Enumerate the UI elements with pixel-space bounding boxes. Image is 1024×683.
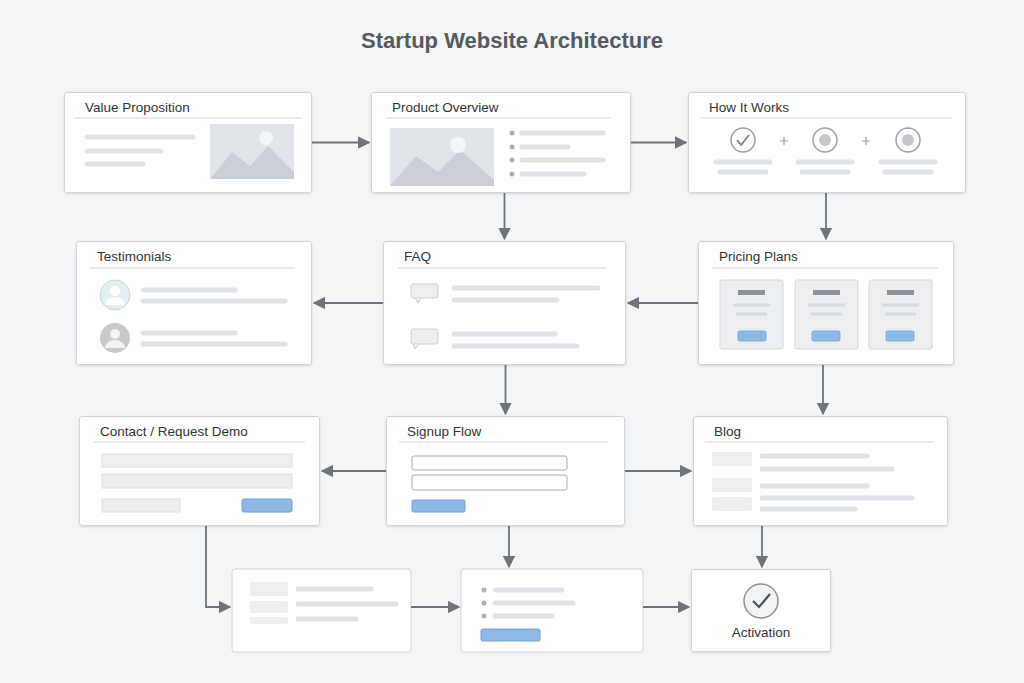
connector-arrow — [505, 365, 507, 414]
section-heading: Contact / Request Demo — [100, 424, 248, 440]
section-heading: Blog — [714, 424, 741, 440]
title-row: Startup Website Architecture — [0, 28, 1024, 54]
section-heading: Product Overview — [392, 100, 499, 116]
diagram-title: Startup Website Architecture — [361, 28, 663, 53]
section-box: How It Works — [688, 92, 966, 193]
section-box: Signup Flow — [386, 416, 625, 526]
image-placeholder — [210, 124, 294, 179]
button — [481, 629, 540, 641]
status-label: Activation — [692, 625, 830, 641]
status-box: Activation — [691, 569, 831, 652]
step-box — [461, 569, 643, 652]
connector-arrow — [314, 302, 383, 304]
connector-arrow — [322, 470, 386, 472]
section-box: FAQ — [383, 241, 626, 365]
bullets — [482, 131, 515, 619]
connector-arrow — [312, 142, 369, 144]
form-fields — [102, 454, 292, 512]
blog-thumbnails — [712, 452, 752, 511]
image-placeholder — [390, 128, 494, 186]
thumbnails — [250, 582, 288, 624]
avatar-icons — [100, 280, 130, 353]
connector-arrow — [628, 302, 698, 304]
check-icon — [744, 584, 778, 618]
flow-arrows — [206, 526, 689, 607]
connector-arrow — [822, 365, 824, 414]
section-box: Blog — [693, 416, 948, 526]
box-fills — [64, 92, 966, 652]
section-heading: Signup Flow — [407, 424, 481, 440]
section-box: Value Proposition — [64, 92, 312, 193]
section-heading: FAQ — [404, 249, 431, 265]
heading-rules — [74, 118, 952, 442]
connector-arrow — [625, 470, 691, 472]
step-box — [232, 569, 411, 652]
section-box: Contact / Request Demo — [79, 416, 320, 526]
step-icons — [731, 128, 920, 152]
section-box: Pricing Plans — [698, 241, 954, 365]
pricing-cards — [720, 280, 932, 349]
chat-bubbles — [411, 284, 438, 349]
section-box: Testimonials — [76, 241, 312, 365]
text-placeholder-lines — [87, 133, 935, 619]
connector-arrow — [631, 142, 686, 144]
connector-arrow — [761, 526, 763, 567]
connector-arrow — [825, 193, 827, 239]
section-box: Product Overview — [371, 92, 631, 193]
connector-arrow — [504, 193, 506, 239]
section-heading: How It Works — [709, 100, 789, 116]
section-heading: Value Proposition — [85, 100, 190, 116]
section-heading: Testimonials — [97, 249, 171, 265]
section-heading: Pricing Plans — [719, 249, 798, 265]
form-fields — [412, 456, 567, 512]
